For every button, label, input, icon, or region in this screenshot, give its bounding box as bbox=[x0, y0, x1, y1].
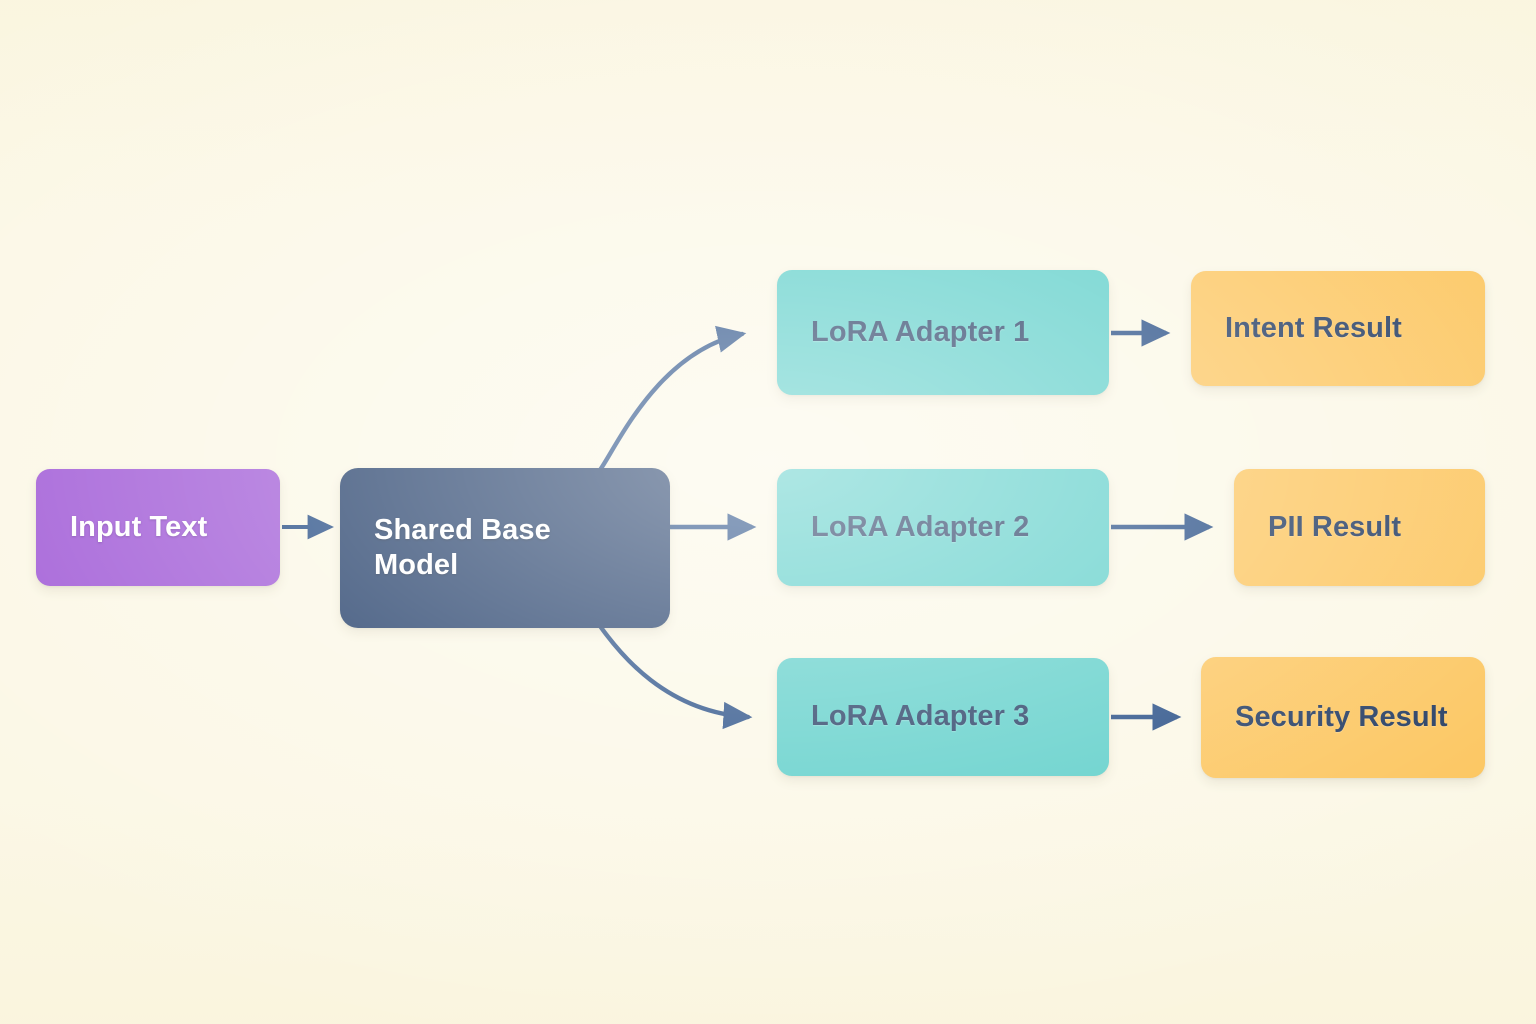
node-lora-adapter-1[interactable]: LoRA Adapter 1 bbox=[777, 270, 1109, 395]
node-label-lora-adapter-2: LoRA Adapter 2 bbox=[811, 510, 1030, 543]
node-pii-result[interactable]: PII Result bbox=[1234, 469, 1485, 586]
node-label-lora-adapter-3: LoRA Adapter 3 bbox=[811, 700, 1030, 733]
node-label-lora-adapter-1: LoRA Adapter 1 bbox=[811, 315, 1030, 348]
edge-base-to-adapter-1 bbox=[597, 325, 747, 473]
node-lora-adapter-3[interactable]: LoRA Adapter 3 bbox=[777, 658, 1109, 776]
node-label-shared-base-model: Shared Base Model bbox=[374, 513, 551, 581]
node-input-text[interactable]: Input Text bbox=[36, 469, 280, 586]
node-label-intent-result: Intent Result bbox=[1225, 311, 1402, 344]
node-lora-adapter-2[interactable]: LoRA Adapter 2 bbox=[777, 469, 1109, 586]
node-label-input-text: Input Text bbox=[70, 510, 208, 543]
node-shared-base-model[interactable]: Shared Base Model bbox=[340, 468, 670, 628]
node-label-pii-result: PII Result bbox=[1268, 510, 1402, 543]
node-label-security-result: Security Result bbox=[1235, 700, 1448, 733]
node-intent-result[interactable]: Intent Result bbox=[1191, 271, 1485, 386]
edge-base-to-adapter-3 bbox=[597, 623, 753, 730]
node-security-result[interactable]: Security Result bbox=[1201, 657, 1485, 778]
